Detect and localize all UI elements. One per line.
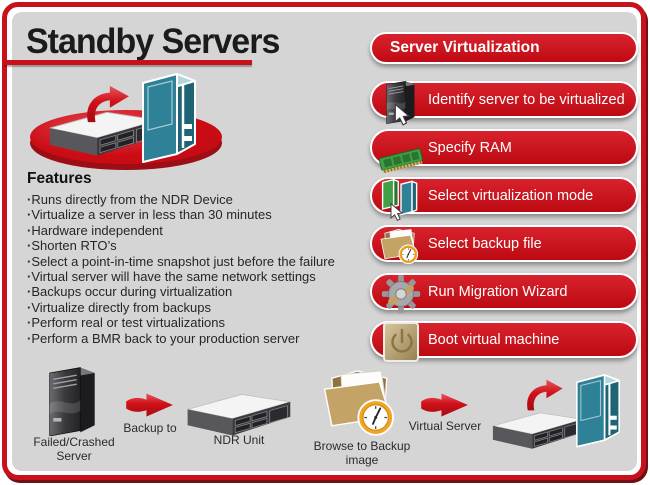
server-cursor-icon	[386, 80, 415, 126]
backup-arrow-icon	[126, 393, 173, 417]
feature-item: Perform a BMR back to your production se…	[27, 331, 357, 346]
feature-item: Runs directly from the NDR Device	[27, 192, 357, 207]
features-list: Runs directly from the NDR Device Virtua…	[27, 192, 357, 346]
failed-server-label: Failed/Crashed Server	[33, 435, 115, 463]
virtualization-mode-icon	[381, 178, 418, 221]
folder-clock-icon	[380, 228, 419, 265]
panel-header: Server Virtualization	[370, 32, 638, 64]
virtual-tower-server-icon	[141, 72, 197, 164]
feature-item: Hardware independent	[27, 223, 357, 238]
step-select-virtualization-mode[interactable]: Select virtualization mode	[370, 177, 638, 221]
standby-servers-illustration	[28, 64, 263, 176]
title-underline	[4, 60, 252, 65]
power-box-icon	[382, 321, 420, 363]
ndr-unit-icon	[187, 393, 291, 436]
virtualization-panel: Server Virtualization Identify server to…	[370, 32, 638, 363]
curved-arrow-icon	[527, 379, 563, 411]
feature-item: Virtualize directly from backups	[27, 300, 357, 315]
features-section: Features Runs directly from the NDR Devi…	[27, 170, 357, 346]
ndr-unit-label: NDR Unit	[213, 433, 265, 447]
step-label: Select backup file	[428, 235, 542, 252]
step-specify-ram[interactable]: Specify RAM	[370, 129, 638, 175]
workflow-diagram: Failed/Crashed Server Backup to NDR Unit…	[20, 360, 638, 472]
step-boot-virtual-machine[interactable]: Boot virtual machine	[370, 321, 638, 363]
features-heading: Features	[27, 170, 92, 187]
feature-item: Virtual server will have the same networ…	[27, 269, 357, 284]
virtualized-server-icon	[575, 373, 621, 448]
feature-item: Shorten RTO’s	[27, 238, 357, 253]
panel-title: Server Virtualization	[390, 39, 540, 56]
feature-item: Perform real or test virtualizations	[27, 315, 357, 330]
folder-clock-icon	[323, 370, 394, 436]
backup-arrow-label: Backup to	[123, 421, 177, 435]
step-label: Specify RAM	[428, 139, 512, 156]
step-run-migration-wizard[interactable]: Run Migration Wizard	[370, 273, 638, 310]
virtual-server-label: Virtual Server	[408, 419, 482, 433]
virtual-server-arrow-icon	[421, 393, 468, 417]
step-select-backup-file[interactable]: Select backup file	[370, 225, 638, 265]
browse-backup-label: Browse to Backup image	[313, 439, 411, 467]
curved-arrow-icon	[87, 85, 129, 123]
failed-server-icon	[48, 366, 96, 436]
step-identify-server[interactable]: Identify server to be virtualized	[370, 80, 638, 126]
step-label: Run Migration Wizard	[428, 283, 568, 300]
feature-item: Backups occur during virtualization	[27, 284, 357, 299]
feature-item: Virtualize a server in less than 30 minu…	[27, 207, 357, 222]
step-label: Boot virtual machine	[428, 331, 560, 348]
feature-item: Select a point-in-time snapshot just bef…	[27, 254, 357, 269]
page-title: Standby Servers	[26, 22, 280, 62]
step-label: Select virtualization mode	[428, 187, 594, 204]
gear-wrench-icon	[379, 271, 423, 317]
step-label: Identify server to be virtualized	[428, 91, 625, 108]
